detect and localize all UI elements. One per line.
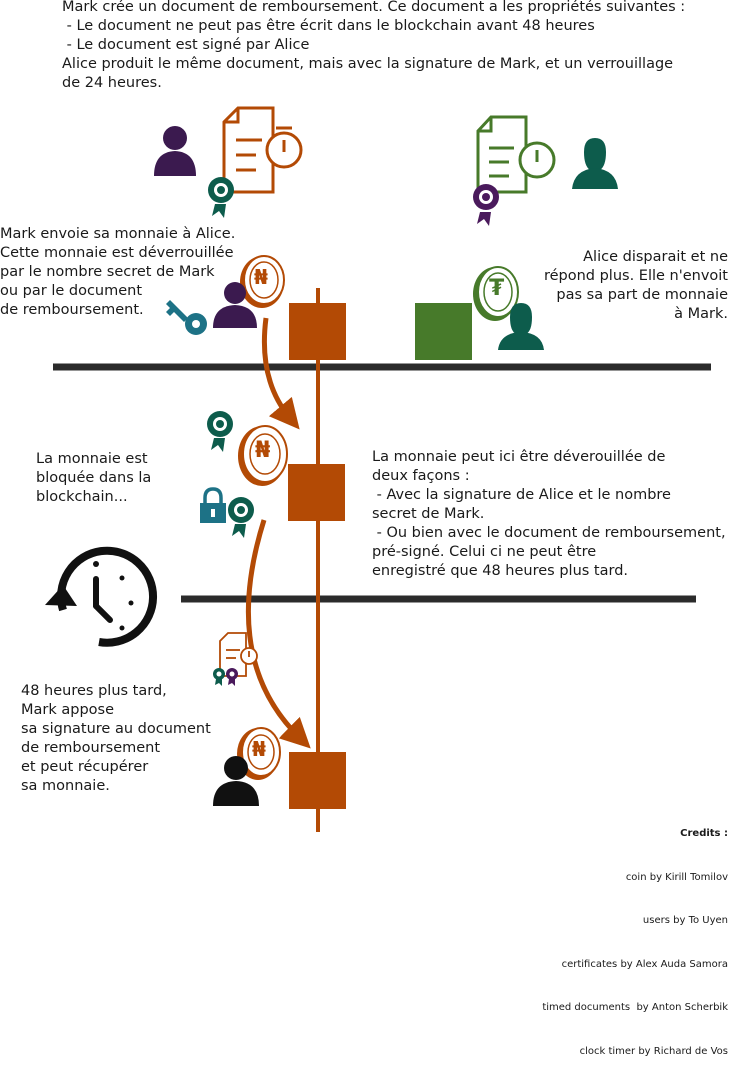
mark-sends-line: Mark envoie sa monnaie à Alice. [0, 226, 236, 242]
coin-symbol-locked: ₦ [255, 438, 271, 463]
mark-sends-line: Cette monnaie est déverrouillée [0, 245, 234, 261]
later-line: sa signature au document [21, 721, 211, 737]
timed-document-icon-mark [222, 106, 303, 194]
unlock-line: secret de Mark. [372, 506, 485, 522]
block-mark-initial [289, 303, 346, 360]
block-alice-initial [415, 303, 472, 360]
later-line: Mark appose [21, 702, 115, 718]
mark-sends-line: de remboursement. [0, 302, 144, 318]
unlock-line: enregistré que 48 heures plus tard. [372, 563, 629, 579]
arrow-to-locked [261, 317, 300, 430]
certificate-icon-locked-bottom [228, 497, 254, 538]
blocked-line: La monnaie est [36, 451, 148, 467]
later-line: et peut récupérer [21, 759, 149, 775]
unlock-line: - Avec la signature de Alice et le nombr… [372, 487, 671, 503]
user-icon-alice-top [572, 138, 618, 189]
clock-timer-icon [45, 546, 157, 647]
arrow-to-refund [245, 519, 311, 749]
certificate-icon-purple-small [226, 668, 238, 686]
coin-icon-alice [473, 266, 519, 321]
certificate-icon-teal-small [213, 668, 225, 686]
alice-gone-text: Alice disparait et ne répond plus. Elle … [544, 248, 728, 324]
alice-gone-line: pas sa part de monnaie [556, 287, 728, 303]
user-icon-mark-top [154, 126, 196, 176]
certificate-icon-locked-top [207, 411, 233, 452]
later-line: sa monnaie. [21, 778, 110, 794]
key-icon [166, 300, 207, 335]
mark-sends-line: ou par le document [0, 283, 143, 299]
user-icon-mark-final [213, 756, 259, 806]
credits-line: clock timer by Richard de Vos [579, 1045, 728, 1057]
credits-title: Credits : [680, 828, 728, 839]
credits-line: users by To Uyen [642, 915, 728, 926]
credits-line: timed documents by Anton Scherbik [542, 1002, 728, 1013]
timed-document-icon-signed [219, 632, 258, 677]
coin-symbol-mark: ₦ [254, 265, 268, 289]
unlock-line: deux façons : [372, 468, 470, 484]
diagram-canvas [45, 106, 711, 832]
credits-line: coin by Kirill Tomilov [625, 871, 728, 883]
padlock-icon [200, 487, 226, 523]
user-icon-mark-sending [213, 282, 257, 328]
unlock-line: pré-signé. Celui ci ne peut être [372, 544, 597, 560]
certificate-icon-alice-sig [208, 177, 234, 218]
coin-symbol-recovered: ₦ [252, 737, 266, 761]
later-line: de remboursement [21, 740, 161, 756]
later-line: 48 heures plus tard, [21, 683, 167, 699]
unlock-line: La monnaie peut ici être déverouillée de [372, 449, 666, 465]
blocked-line: blockchain... [36, 489, 128, 505]
coin-icon-locked [238, 425, 288, 486]
credits-block: Credits : coin by Kirill Tomilov users b… [542, 798, 728, 1074]
credits-line: certificates by Alex Auda Samora [561, 958, 728, 970]
intro-line: de 24 heures. [62, 75, 162, 91]
intro-line: Mark crée un document de remboursement. … [62, 0, 686, 15]
alice-gone-line: Alice disparait et ne [583, 249, 728, 265]
coin-symbol-alice: ₮ [489, 276, 505, 301]
intro-line: Alice produit le même document, mais ave… [62, 56, 674, 72]
intro-line: - Le document est signé par Alice [62, 37, 310, 53]
unlock-line: - Ou bien avec le document de remboursem… [372, 525, 726, 541]
coin-icon-mark [240, 255, 285, 308]
alice-gone-line: répond plus. Elle n'envoit [543, 268, 728, 284]
certificate-icon-mark-sig [473, 184, 499, 226]
block-refund [289, 752, 346, 809]
blocked-line: bloquée dans la [36, 470, 152, 486]
timed-document-icon-alice [476, 115, 556, 194]
intro-line: - Le document ne peut pas être écrit dan… [62, 18, 595, 34]
user-icon-alice-leaving [498, 303, 544, 350]
mark-sends-line: par le nombre secret de Mark [0, 264, 215, 280]
alice-gone-line: à Mark. [674, 306, 728, 322]
block-locked [288, 464, 345, 521]
